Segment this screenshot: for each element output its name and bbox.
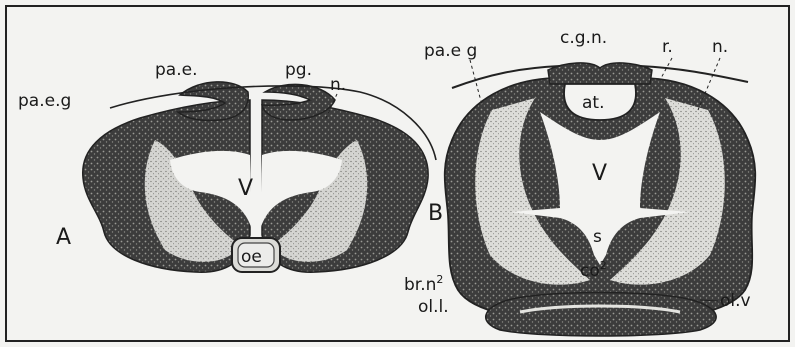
- panel-a-label-pae: pa.e.: [155, 60, 197, 80]
- panel-a-label-paeg: pa.e.g: [18, 91, 71, 111]
- panel-a-label-oe: oe: [241, 247, 262, 267]
- panel-a-label-pg: pg.: [285, 60, 312, 80]
- panel-b-letter: B: [428, 201, 443, 226]
- panel-b-olfactory-band: [486, 293, 716, 337]
- panel-b-label-brn-text: br.n: [404, 275, 436, 295]
- panel-b-label-s: s: [593, 227, 602, 247]
- panel-b-label-v: V: [592, 161, 607, 186]
- panel-b-label-co-text: co: [580, 261, 600, 281]
- panel-b-label-paeg: pa.e g: [424, 41, 477, 61]
- panel-b-label-brn-sup: 2: [436, 273, 443, 286]
- panel-a: A pa.e.g pa.e. pg. n. V oe: [18, 60, 436, 272]
- panel-b-roof: [548, 63, 652, 84]
- panel-a-letter: A: [56, 225, 71, 250]
- panel-b-label-r: r.: [662, 37, 673, 57]
- panel-a-label-n: n.: [330, 75, 346, 95]
- panel-b-label-brn: br.n2: [404, 273, 443, 295]
- panel-b-label-at: at.: [582, 93, 605, 113]
- panel-a-label-v: V: [238, 176, 253, 201]
- panel-b: B pa.e g c.g.n. r. n. at. V s co2 br.n2 …: [404, 28, 755, 336]
- panel-b-label-n: n.: [712, 37, 728, 57]
- panel-b-label-oll: ol.l.: [418, 297, 449, 317]
- panel-b-label-olv: ol.v: [720, 291, 751, 311]
- panel-b-label-co-sup: 2: [600, 259, 607, 272]
- panel-b-label-cgn: c.g.n.: [560, 28, 607, 48]
